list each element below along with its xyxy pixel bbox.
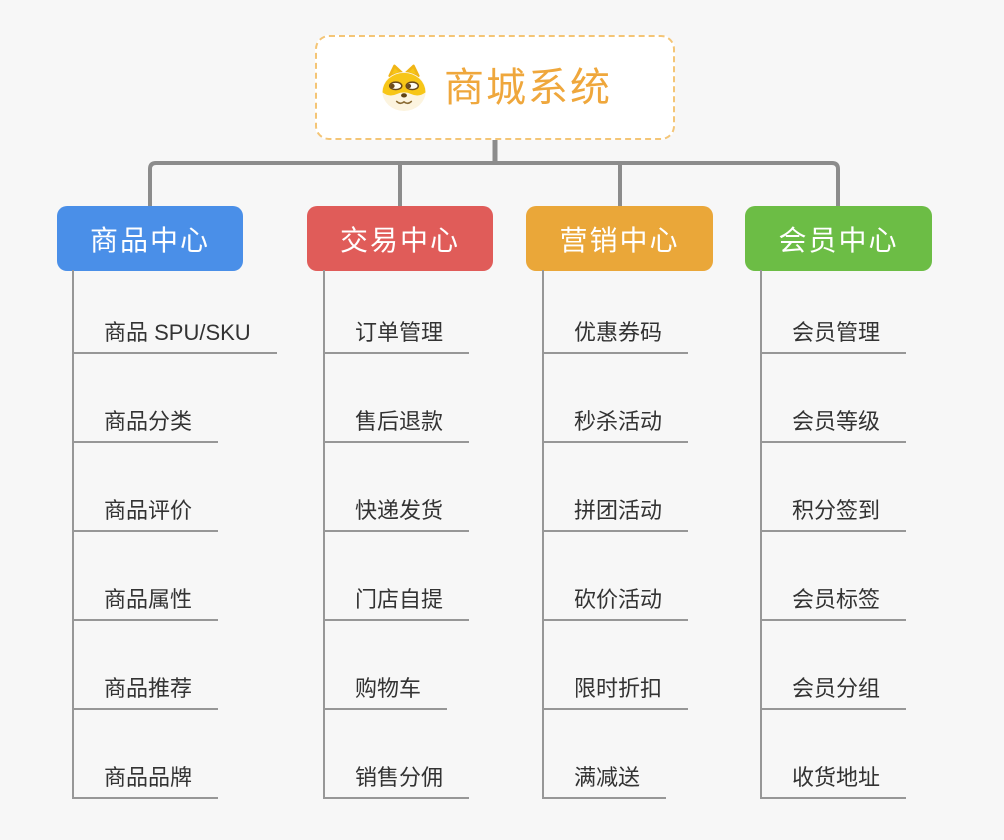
subtopic-limited-time-discount[interactable]: 限时折扣 — [544, 621, 689, 710]
subtopic-label: 商品评价 — [104, 497, 193, 523]
subtopic-member-level[interactable]: 会员等级 — [762, 354, 907, 443]
subtopic-bargain-activity[interactable]: 砍价活动 — [544, 532, 689, 621]
subtopic-label: 满减送 — [574, 764, 641, 790]
root-title: 商城系统 — [444, 65, 612, 110]
branch-label: 营销中心 — [559, 224, 680, 256]
branch-label: 交易中心 — [339, 224, 460, 256]
branch-node-marketing-center[interactable]: 营销中心 — [526, 206, 713, 271]
subtopic-label: 砍价活动 — [574, 586, 663, 612]
subtopic-label: 商品分类 — [104, 408, 193, 434]
subtopic-goods-brand[interactable]: 商品品牌 — [74, 710, 219, 799]
subtopic-express-delivery[interactable]: 快递发货 — [325, 443, 470, 532]
subtopic-label: 限时折扣 — [574, 675, 663, 701]
branch-node-member-center[interactable]: 会员中心 — [745, 206, 932, 271]
branch-label: 会员中心 — [778, 224, 899, 256]
branch-node-goods-center[interactable]: 商品中心 — [57, 206, 243, 271]
subtopic-label: 拼团活动 — [574, 497, 663, 523]
subtopic-label: 售后退款 — [355, 408, 444, 434]
subtopic-points-checkin[interactable]: 积分签到 — [762, 443, 907, 532]
branch-label: 商品中心 — [89, 224, 210, 256]
doge-face-icon — [378, 63, 430, 113]
subtopic-label: 会员管理 — [792, 319, 881, 345]
subtopic-member-tags[interactable]: 会员标签 — [762, 532, 907, 621]
subtopic-shopping-cart[interactable]: 购物车 — [325, 621, 448, 710]
subtopic-goods-category[interactable]: 商品分类 — [74, 354, 219, 443]
subtopic-label: 秒杀活动 — [574, 408, 663, 434]
subtopics-member-center: 会员管理 会员等级 积分签到 会员标签 会员分组 收货地址 — [760, 270, 907, 799]
subtopic-group-buying[interactable]: 拼团活动 — [544, 443, 689, 532]
subtopic-member-management[interactable]: 会员管理 — [762, 270, 907, 354]
subtopic-goods-review[interactable]: 商品评价 — [74, 443, 219, 532]
subtopic-label: 会员标签 — [792, 586, 881, 612]
subtopic-label: 订单管理 — [355, 319, 444, 345]
branch-node-trade-center[interactable]: 交易中心 — [307, 206, 493, 271]
subtopic-order-management[interactable]: 订单管理 — [325, 270, 470, 354]
subtopic-goods-attribute[interactable]: 商品属性 — [74, 532, 219, 621]
subtopic-spend-and-save[interactable]: 满减送 — [544, 710, 667, 799]
subtopic-goods-spu-sku[interactable]: 商品 SPU/SKU — [74, 270, 277, 354]
subtopic-flash-sale[interactable]: 秒杀活动 — [544, 354, 689, 443]
subtopic-label: 商品 SPU/SKU — [104, 319, 251, 345]
subtopic-label: 收货地址 — [792, 764, 881, 790]
subtopic-label: 快递发货 — [355, 497, 444, 523]
subtopic-label: 商品品牌 — [104, 764, 193, 790]
subtopic-shipping-address[interactable]: 收货地址 — [762, 710, 907, 799]
subtopics-trade-center: 订单管理 售后退款 快递发货 门店自提 购物车 销售分佣 — [323, 270, 470, 799]
subtopic-goods-recommend[interactable]: 商品推荐 — [74, 621, 219, 710]
subtopic-member-groups[interactable]: 会员分组 — [762, 621, 907, 710]
subtopics-goods-center: 商品 SPU/SKU 商品分类 商品评价 商品属性 商品推荐 商品品牌 — [72, 270, 277, 799]
subtopic-label: 会员等级 — [792, 408, 881, 434]
subtopic-label: 门店自提 — [355, 586, 444, 612]
subtopic-label: 购物车 — [355, 675, 422, 701]
subtopic-label: 销售分佣 — [355, 764, 444, 790]
subtopic-coupon-code[interactable]: 优惠券码 — [544, 270, 689, 354]
subtopic-label: 积分签到 — [792, 497, 881, 523]
subtopics-marketing-center: 优惠券码 秒杀活动 拼团活动 砍价活动 限时折扣 满减送 — [542, 270, 689, 799]
subtopic-sales-commission[interactable]: 销售分佣 — [325, 710, 470, 799]
subtopic-label: 商品推荐 — [104, 675, 193, 701]
root-node[interactable]: 商城系统 — [315, 35, 675, 140]
subtopic-label: 会员分组 — [792, 675, 881, 701]
subtopic-label: 商品属性 — [104, 586, 193, 612]
subtopic-aftersale-refund[interactable]: 售后退款 — [325, 354, 470, 443]
subtopic-store-pickup[interactable]: 门店自提 — [325, 532, 470, 621]
subtopic-label: 优惠券码 — [574, 319, 663, 345]
